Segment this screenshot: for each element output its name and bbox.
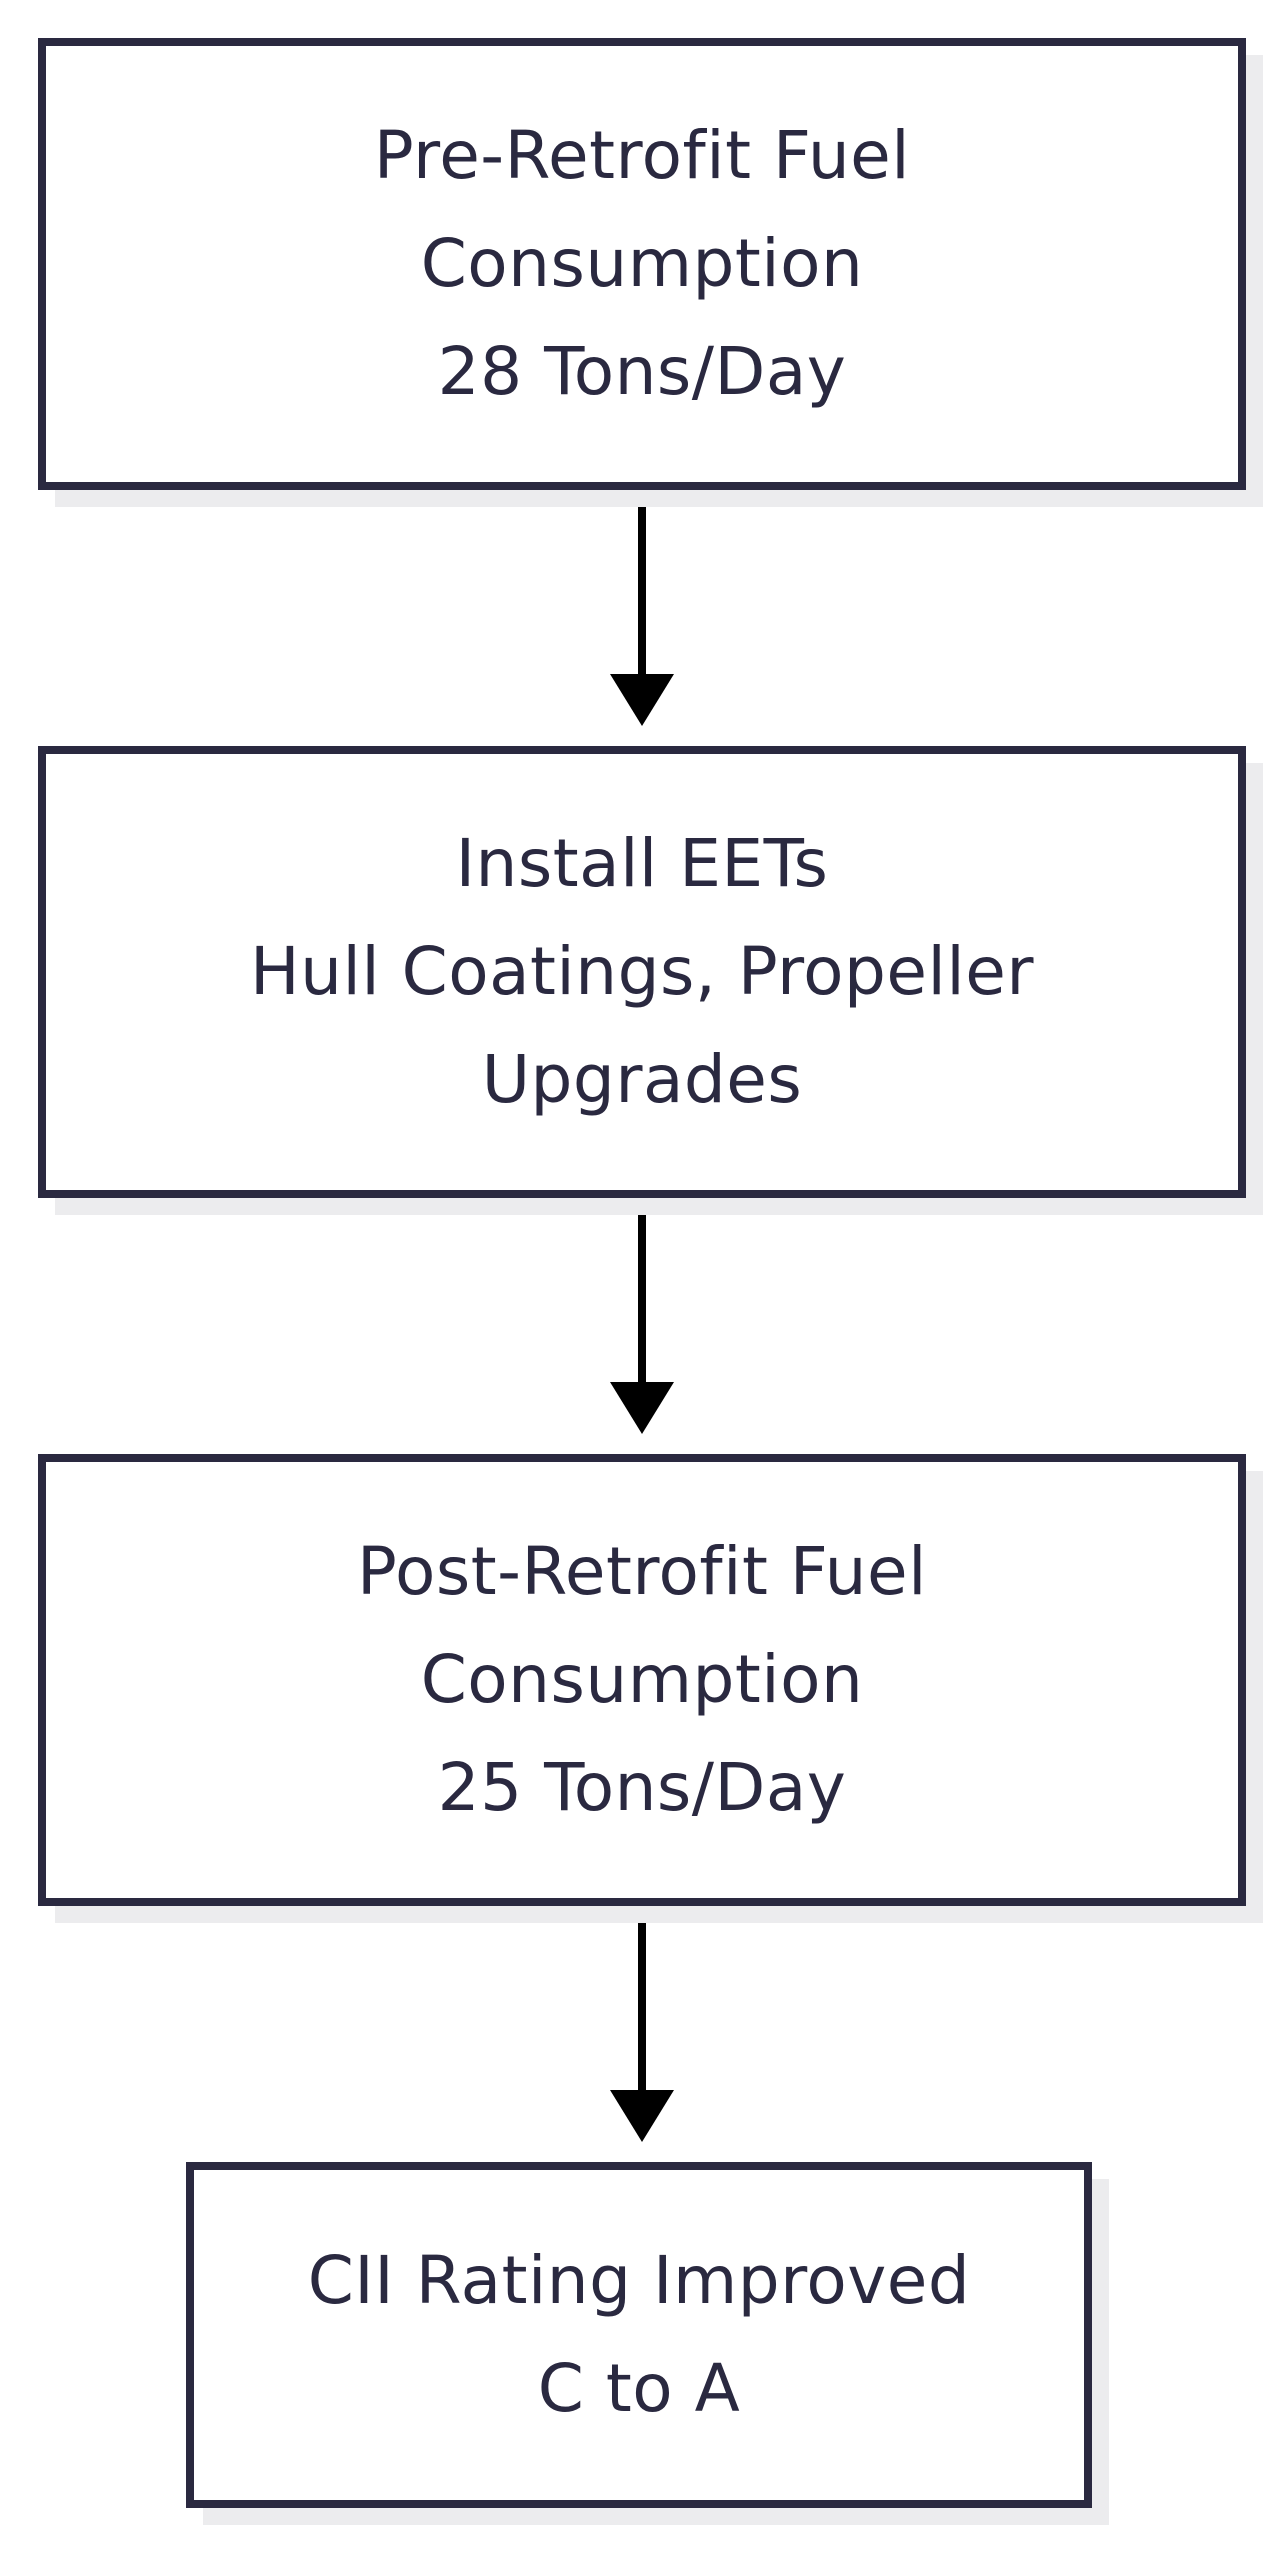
node-post-retrofit-fuel-consumption: Post-Retrofit Fuel Consumption 25 Tons/D… — [38, 1454, 1246, 1906]
node-label-line: Hull Coatings, Propeller — [250, 933, 1034, 1010]
node-label-line: Consumption — [420, 225, 864, 302]
node-label-line: CII Rating Improved — [307, 2242, 971, 2319]
edge-pre-to-install — [610, 490, 674, 726]
node-pre-retrofit-fuel-consumption: Pre-Retrofit Fuel Consumption 28 Tons/Da… — [38, 38, 1246, 490]
node-value: 25 Tons/Day — [437, 1749, 847, 1826]
edge-post-to-cii — [610, 1906, 674, 2142]
node-label-line: Pre-Retrofit Fuel — [373, 117, 911, 194]
node-value: 28 Tons/Day — [437, 333, 847, 410]
arrowhead-icon — [610, 674, 674, 726]
arrowhead-icon — [610, 2090, 674, 2142]
node-install-eets: Install EETs Hull Coatings, Propeller Up… — [38, 746, 1246, 1198]
edge-install-to-post — [610, 1198, 674, 1434]
node-label-line: Post-Retrofit Fuel — [357, 1533, 927, 1610]
node-label-line: Upgrades — [481, 1041, 803, 1118]
node-cii-rating-improved: CII Rating Improved C to A — [186, 2162, 1092, 2508]
arrowhead-icon — [610, 1382, 674, 1434]
node-value: C to A — [537, 2350, 741, 2427]
node-label-line: Install EETs — [455, 825, 829, 902]
node-label-line: Consumption — [420, 1641, 864, 1718]
